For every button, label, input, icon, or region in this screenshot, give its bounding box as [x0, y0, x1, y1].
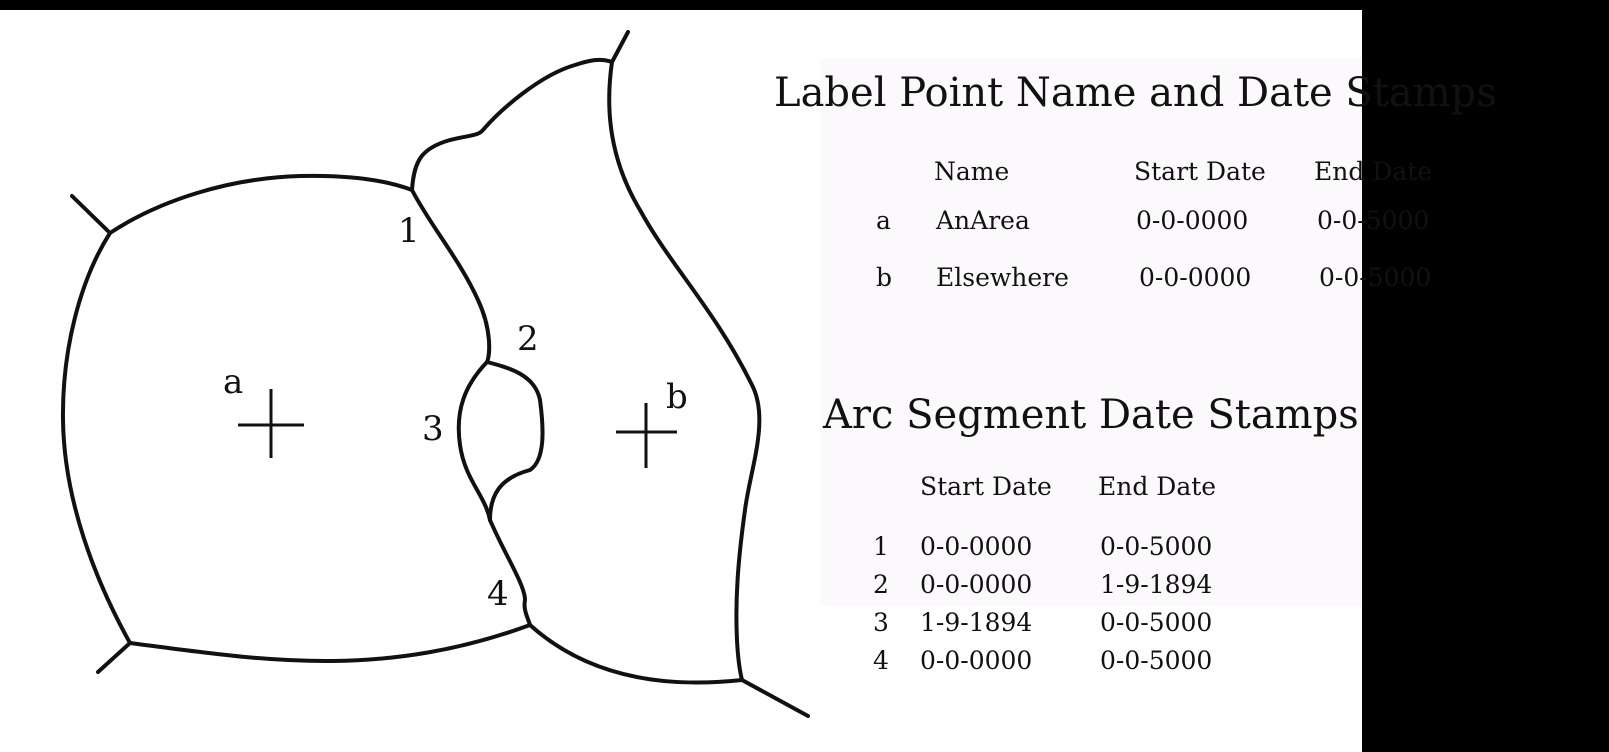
arc-segment-header-start: Start Date	[920, 472, 1052, 501]
arc-3	[456, 360, 492, 522]
stub-left-lower	[96, 641, 132, 674]
arc-polygon-a-boundary	[60, 173, 532, 663]
arc-segment-row-start: 0-0-0000	[920, 570, 1033, 599]
area-label-a: a	[223, 362, 243, 402]
arc-segment-row-start: 0-0-0000	[920, 646, 1033, 675]
label-point-row-end: 0-0-5000	[1317, 206, 1430, 235]
label-point-row-name: AnArea	[936, 206, 1030, 235]
arc-label-4: 4	[487, 574, 509, 614]
arc-segment-row-id: 2	[873, 570, 889, 599]
arc-segment-row-id: 3	[873, 608, 889, 637]
stub-top-right	[610, 30, 630, 64]
arc-segment-row-end: 1-9-1894	[1100, 570, 1213, 599]
arc-label-2: 2	[517, 319, 539, 359]
stub-right-bottom	[740, 678, 810, 718]
label-point-row-end: 0-0-5000	[1319, 263, 1432, 292]
arc-segment-row-id: 1	[873, 532, 889, 561]
arc-1	[410, 188, 492, 364]
arc-segment-row-end: 0-0-5000	[1100, 532, 1213, 561]
polygon-map: a b 1 2 3 4	[60, 30, 810, 718]
arc-4	[488, 518, 532, 627]
label-point-header-end: End Date	[1314, 157, 1433, 186]
arc-segment-row-id: 4	[873, 646, 889, 675]
arc-segment-row-end: 0-0-5000	[1100, 608, 1213, 637]
label-point-row-start: 0-0-0000	[1136, 206, 1249, 235]
label-point-title: Label Point Name and Date Stamps	[774, 70, 1497, 116]
arc-segment-row-start: 1-9-1894	[920, 608, 1033, 637]
label-point-row-name: Elsewhere	[936, 263, 1069, 292]
area-label-b: b	[666, 377, 688, 417]
arc-polygon-b-boundary	[410, 57, 762, 685]
arc-segment-row-start: 0-0-0000	[920, 532, 1033, 561]
arc-segment-header-end: End Date	[1098, 472, 1217, 501]
label-point-header-start: Start Date	[1134, 157, 1266, 186]
arc-segment-row-end: 0-0-5000	[1100, 646, 1213, 675]
label-point-row-id: a	[876, 206, 891, 235]
arc-segment-title: Arc Segment Date Stamps	[823, 392, 1359, 438]
table-background	[820, 58, 1362, 606]
stub-left-upper	[70, 194, 112, 235]
arc-label-3: 3	[422, 409, 444, 449]
label-point-row-id: b	[876, 263, 893, 292]
arc-2	[485, 360, 545, 522]
label-point-row-start: 0-0-0000	[1139, 263, 1252, 292]
arc-label-1: 1	[398, 211, 420, 251]
label-point-header-name: Name	[934, 157, 1010, 186]
